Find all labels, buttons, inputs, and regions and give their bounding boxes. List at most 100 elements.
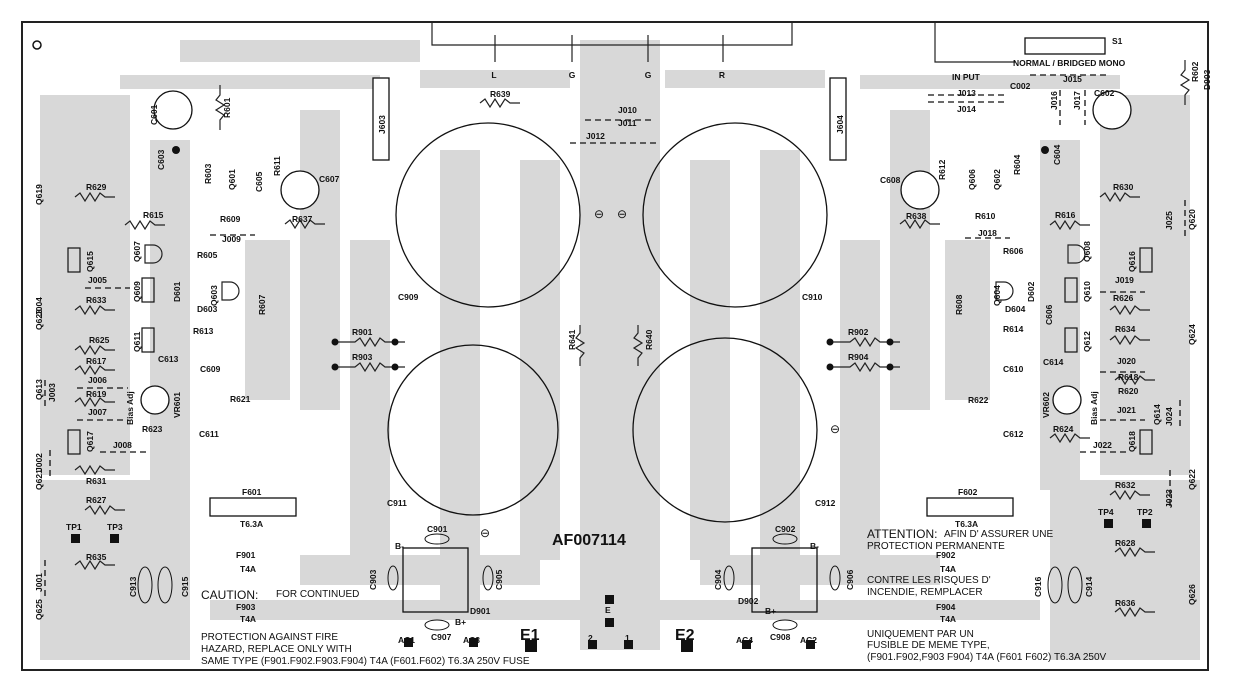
- component-label: C901: [427, 524, 448, 534]
- right-channel-labels: R638 R610 J018 R606 R630 R616 R626 R634 …: [586, 61, 1212, 642]
- polarity-mark: ⊖: [830, 422, 840, 436]
- fuse-f602: [926, 497, 1014, 517]
- component-label: J003: [47, 383, 57, 402]
- component-label: J008: [113, 440, 132, 450]
- component-label: C907: [431, 632, 452, 642]
- terminal-ac2: AC2: [800, 635, 817, 645]
- component-label: J011: [618, 118, 637, 128]
- component-label: Q626: [1187, 584, 1197, 605]
- capacitor-c911: [387, 344, 559, 516]
- component-label: C902: [775, 524, 796, 534]
- component-label: R602: [1190, 61, 1200, 82]
- component-label: Q610: [1082, 281, 1092, 302]
- component-label: J001: [34, 573, 44, 592]
- component-label: Q617: [85, 431, 95, 452]
- terminal-ac1: AC1: [398, 635, 415, 645]
- component-label: R623: [142, 424, 163, 434]
- component-label: R627: [86, 495, 107, 505]
- fuse-label: F901: [236, 550, 256, 560]
- copper-traces: [40, 40, 1200, 660]
- component-label: Q619: [34, 184, 44, 205]
- component-label: Q609: [132, 281, 142, 302]
- trimmer-vr602: [1052, 385, 1082, 415]
- component-label: Q601: [227, 169, 237, 190]
- trimmer-vr601: [140, 385, 170, 415]
- safety-notes: CAUTION: FOR CONTINUED PROTECTION AGAINS…: [201, 527, 1107, 667]
- component-label: C609: [200, 364, 221, 374]
- component-label: D602: [1026, 281, 1036, 302]
- component-label: J006: [88, 375, 107, 385]
- attention-line: (F901.F902,F903 F904) T4A (F601 F602) T6…: [867, 652, 1107, 663]
- component-label: J024: [1164, 407, 1174, 426]
- component-label: R622: [968, 395, 989, 405]
- switch-ref: S1: [1112, 36, 1123, 46]
- component-label: Q614: [1152, 404, 1162, 425]
- component-label: R904: [848, 352, 869, 362]
- fuse-label: F601: [242, 487, 262, 497]
- component-label: R621: [230, 394, 251, 404]
- component-label: Q604: [992, 285, 1002, 306]
- fuse-rating: T6.3A: [240, 519, 263, 529]
- component-label: R610: [975, 211, 996, 221]
- terminal-b-plus: B+: [455, 617, 466, 627]
- component-label: Q608: [1082, 241, 1092, 262]
- fuse-label: F903: [236, 602, 256, 612]
- component-label: R632: [1115, 480, 1136, 490]
- polarity-mark: ⊖: [617, 207, 627, 221]
- component-label: R618: [1118, 372, 1139, 382]
- component-label: R601: [222, 97, 232, 118]
- component-label: R616: [1055, 210, 1076, 220]
- test-point-label: TP1: [66, 522, 82, 532]
- component-label: Q624: [1187, 324, 1197, 345]
- diode-label: D902: [738, 596, 759, 606]
- component-label: R607: [257, 294, 267, 315]
- bias-adjust-label: Bias Adj: [1089, 391, 1099, 425]
- terminal-pads: AC1 AC3 E1 2 1 E2 AC4 AC2 E: [398, 595, 817, 652]
- component-label: Q621: [34, 469, 44, 490]
- component-label: Q612: [1082, 331, 1092, 352]
- component-label: C611: [199, 429, 219, 439]
- capacitor-label: C910: [802, 292, 823, 302]
- terminal-e2: E2: [675, 627, 695, 644]
- component-label: D601: [172, 281, 182, 302]
- board-part-number: AF007114: [552, 532, 626, 549]
- fuse-f601: [209, 497, 297, 517]
- component-label: J017: [1072, 91, 1082, 110]
- terminal-e: E: [605, 605, 611, 615]
- left-channel-labels: R629 R615 R609 J009 R605 R633 R625 R613 …: [34, 89, 577, 642]
- component-label: J005: [88, 275, 107, 285]
- fuse-label: F602: [958, 487, 978, 497]
- component-label: Q615: [85, 251, 95, 272]
- component-label: J014: [957, 104, 976, 114]
- component-label: R638: [906, 211, 927, 221]
- terminal-2: 2: [588, 633, 593, 643]
- component-label: C610: [1003, 364, 1024, 374]
- component-label: C606: [1044, 304, 1054, 325]
- capacitor-c912: [632, 337, 818, 523]
- filter-capacitors: C909 C910 C911 C912 ⊖ ⊖ ⊖ ⊖: [387, 122, 840, 540]
- component-label: C612: [1003, 429, 1024, 439]
- component-label: C614: [1043, 357, 1064, 367]
- component-label: J604: [835, 115, 845, 134]
- component-label: C613: [158, 354, 179, 364]
- component-label: Q607: [132, 241, 142, 262]
- connector-j604: [829, 77, 847, 161]
- component-label: C602: [1094, 88, 1115, 98]
- component-label: R613: [193, 326, 214, 336]
- polarity-mark: ⊖: [594, 207, 604, 221]
- top-connector-block: L G G R: [431, 22, 793, 80]
- component-label: R637: [292, 214, 313, 224]
- component-label: R636: [1115, 598, 1136, 608]
- switch-label: NORMAL / BRIDGED MONO: [1013, 58, 1126, 68]
- bridge-rectifiers: B- B+ D901 B- B+ D902: [387, 533, 841, 631]
- terminal-ac4: AC4: [736, 635, 753, 645]
- component-label: J019: [1115, 275, 1134, 285]
- component-label: Q623: [34, 309, 44, 330]
- component-label: C908: [770, 632, 791, 642]
- capacitor-label: C912: [815, 498, 836, 508]
- fuse-label: F902: [936, 550, 956, 560]
- component-label: Q602: [992, 169, 1002, 190]
- component-label: R640: [644, 329, 654, 350]
- component-label: R604: [1012, 154, 1022, 175]
